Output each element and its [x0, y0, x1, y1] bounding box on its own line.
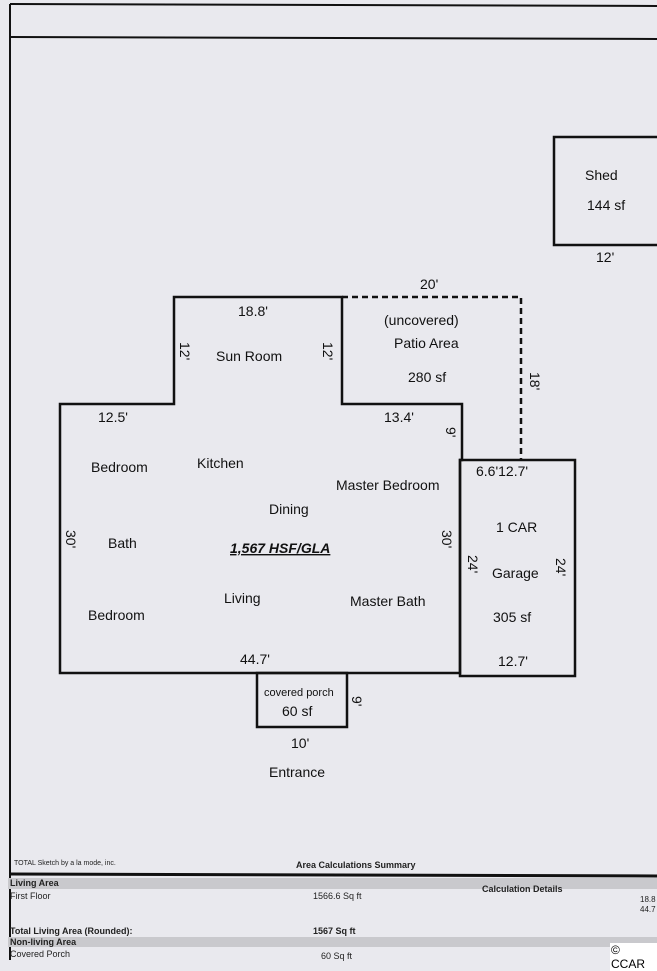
calc-detail-1: 18.8 — [640, 895, 656, 904]
patio-label: Patio Area — [394, 335, 459, 351]
sunroom-right-dim: 12' — [320, 342, 336, 360]
patio-area: 280 sf — [408, 369, 446, 385]
porch-area: 60 sf — [282, 703, 312, 719]
garage-bottom-dim: 12.7' — [498, 653, 528, 669]
garage-left-dim: 24' — [465, 555, 481, 573]
covered-porch-value: 60 Sq ft — [321, 951, 353, 961]
dim-top-right: 13.4' — [384, 409, 414, 425]
shed-label: Shed — [585, 167, 618, 183]
summary-title: Area Calculations Summary — [296, 860, 416, 870]
garage-area: 305 sf — [493, 609, 531, 625]
header-divider — [9, 36, 657, 40]
summary-divider — [9, 872, 657, 878]
total-living-value: 1567 Sq ft — [313, 926, 356, 936]
calc-detail-2: 44.7 — [640, 905, 656, 914]
copyright-watermark: © CCAR — [610, 943, 657, 971]
dim-bottom: 44.7' — [240, 651, 270, 667]
sunroom-top-dim: 18.8' — [238, 303, 268, 319]
total-living-label: Total Living Area (Rounded): — [10, 926, 133, 936]
first-floor-label: First Floor — [10, 891, 51, 901]
shed-outline — [552, 135, 657, 247]
room-bedroom-2: Bedroom — [88, 607, 145, 623]
dim-notch: 9' — [443, 427, 459, 437]
shed-area: 144 sf — [587, 197, 625, 213]
non-living-header: Non-living Area — [8, 937, 657, 947]
room-bedroom-1: Bedroom — [91, 459, 148, 475]
room-bath: Bath — [108, 535, 137, 551]
garage-outline — [458, 458, 577, 678]
patio-note: (uncovered) — [384, 312, 459, 328]
room-dining: Dining — [269, 501, 309, 517]
covered-porch-label: Covered Porch — [10, 949, 71, 959]
garage-label-1: 1 CAR — [496, 519, 537, 535]
room-kitchen: Kitchen — [197, 455, 244, 471]
dim-top-left: 12.5' — [98, 409, 128, 425]
living-area-label: Living Area — [10, 878, 59, 888]
first-floor-value: 1566.6 Sq ft — [313, 891, 362, 901]
dim-left: 30' — [63, 530, 79, 548]
dim-right: 30' — [439, 530, 455, 548]
room-living: Living — [224, 590, 261, 606]
calc-details-label: Calculation Details — [482, 884, 563, 894]
patio-side-dim: 18' — [527, 372, 543, 390]
sunroom-left-dim: 12' — [177, 342, 193, 360]
garage-right-dim: 24' — [553, 558, 569, 576]
entrance-label: Entrance — [269, 764, 325, 780]
garage-top-dim: 6.6'12.7' — [476, 463, 528, 479]
top-border — [9, 3, 657, 7]
credit-text: TOTAL Sketch by a la mode, inc. — [14, 860, 116, 867]
room-master-bath: Master Bath — [350, 593, 425, 609]
porch-outline — [255, 671, 349, 729]
room-master-bedroom: Master Bedroom — [336, 477, 439, 493]
porch-width-dim: 10' — [291, 735, 309, 751]
patio-top-dim: 20' — [420, 276, 438, 292]
living-area-header: Living Area Calculation Details — [8, 878, 657, 894]
porch-depth-dim: 9' — [349, 696, 365, 706]
non-living-label: Non-living Area — [10, 937, 77, 947]
garage-label-2: Garage — [492, 565, 539, 581]
shed-width: 12' — [596, 249, 614, 265]
porch-label: covered porch — [264, 687, 334, 699]
sunroom-label: Sun Room — [216, 348, 282, 364]
gla-label: 1,567 HSF/GLA — [230, 540, 330, 556]
area-summary-table: TOTAL Sketch by a la mode, inc. Area Cal… — [8, 858, 657, 971]
